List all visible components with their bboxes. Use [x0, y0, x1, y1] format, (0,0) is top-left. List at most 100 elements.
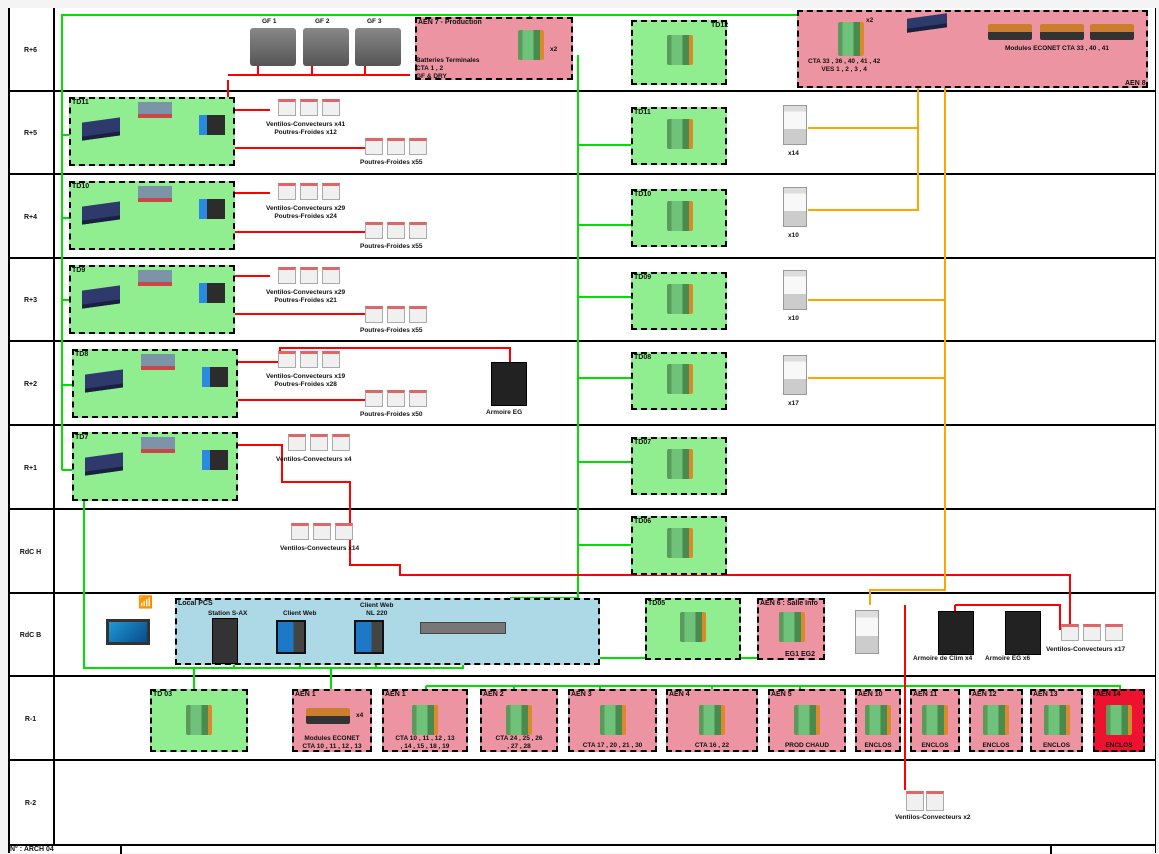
fume-hood-count: x14	[788, 150, 799, 157]
level-row	[8, 594, 1156, 677]
box-desc: CTA 17 , 20 , 21 , 30	[582, 742, 643, 749]
fan-coil-icon	[322, 183, 340, 200]
chilled-beam-icon	[365, 222, 383, 239]
chiller-label: GF 2	[315, 18, 330, 25]
controller-icon	[1043, 705, 1070, 735]
touch-panel-icon[interactable]	[106, 619, 150, 645]
wifi-icon: 📶	[138, 595, 153, 609]
chilled-beam-icon	[409, 222, 427, 239]
automation-controller-icon	[138, 270, 172, 286]
td-title: TD09	[634, 274, 652, 281]
box-title: AEN 12	[972, 691, 997, 698]
core-switch-icon	[420, 622, 506, 634]
box-title: AEN 10	[858, 691, 883, 698]
fan-coil-icon	[906, 791, 924, 811]
controller-icon	[412, 705, 438, 735]
fan-coil-label: Ventilos-Convecteurs x2	[895, 814, 971, 821]
box-desc: CTA 10 , 11 , 12 , 13, 14 , 15 , 18 , 19	[395, 735, 455, 750]
chilled-beam-label: Poutres-Froides x50	[360, 411, 423, 418]
level-row	[8, 510, 1156, 594]
controller-icon	[599, 705, 626, 735]
fan-coil-icon	[278, 351, 296, 368]
chilled-beam-icon	[365, 306, 383, 323]
aen7-title: AEN 7 - Production	[418, 19, 482, 26]
aen7-box: AEN 7 - Production	[415, 17, 573, 80]
fan-coil-icon	[300, 351, 318, 368]
box-title: TD 03	[153, 691, 173, 698]
fan-coil-icon	[1061, 624, 1079, 641]
fan-coil-icon	[300, 183, 318, 200]
io-module-icon	[199, 115, 225, 135]
box-desc: ENCLOS	[921, 742, 949, 749]
level-label: R+3	[8, 259, 55, 342]
chilled-beam-icon	[365, 138, 383, 155]
aen-box: AEN 4	[666, 689, 758, 752]
box-desc: PROD CHAUD	[784, 742, 830, 749]
fan-coil-label: Ventilos-Convecteurs x17	[1046, 646, 1126, 653]
hood-link-line	[808, 30, 946, 605]
box-title: AEN 11	[913, 691, 938, 698]
fume-hood-icon	[783, 270, 807, 310]
box-title: AEN 14	[1096, 691, 1121, 698]
econet-module-icon	[306, 708, 350, 724]
box-desc: ENCLOS	[1042, 742, 1071, 749]
level-label: R-2	[8, 761, 55, 846]
td-title: TD10	[634, 191, 652, 198]
box-title: AEN 3	[571, 691, 592, 698]
controller-icon	[667, 119, 693, 149]
td12-title: TD12	[711, 22, 729, 29]
server-icon[interactable]	[212, 618, 238, 664]
box-title: AEN 5	[771, 691, 792, 698]
box-title: AEN 4	[669, 691, 690, 698]
econet-module-icon	[988, 24, 1032, 40]
io-module-icon	[202, 367, 228, 387]
td12-box: TD12	[631, 20, 729, 85]
workstation-icon[interactable]	[354, 620, 384, 654]
controller-icon	[1106, 705, 1132, 735]
controller-icon	[667, 35, 693, 65]
level-row	[8, 677, 1156, 761]
box-desc: ENCLOS	[982, 742, 1010, 749]
td-title: TD08	[634, 354, 652, 361]
controller-icon	[667, 449, 693, 479]
td-title: TD05	[648, 600, 666, 607]
station-label: Station S-AX	[208, 610, 248, 617]
controller-icon	[186, 705, 212, 735]
level-row	[8, 342, 1156, 426]
chilled-beam-icon	[409, 306, 427, 323]
clim-cabinet-label: Armoire de Clim x4	[913, 655, 973, 662]
aen8-count: x2	[866, 17, 874, 24]
aen6-eg: EG1 EG2	[785, 651, 815, 658]
fan-coil-icon	[1105, 624, 1123, 641]
chiller-label: GF 1	[262, 18, 277, 25]
fan-coil-icon	[288, 434, 306, 451]
aen-box: AEN 10	[855, 689, 901, 752]
cabinet-label: Armoire EG	[486, 409, 523, 416]
fan-coil-icon	[332, 434, 350, 451]
io-module-icon	[202, 450, 228, 470]
fume-hood-icon	[783, 105, 807, 145]
td-title: TD11	[634, 109, 651, 116]
fume-hood-icon	[855, 610, 879, 654]
td-title: TD10	[72, 183, 90, 190]
fan-coil-icon	[291, 523, 309, 540]
controller-icon	[699, 705, 725, 735]
automation-controller-icon	[141, 354, 175, 370]
level-label: RdC H	[8, 510, 55, 594]
box-desc: CTA 16 , 22	[694, 742, 730, 749]
automation-controller-icon	[138, 102, 172, 118]
controller-icon	[865, 705, 891, 735]
chilled-beam-label: Poutres-Froides x55	[360, 159, 423, 166]
workstation-icon[interactable]	[276, 620, 306, 654]
fan-coil-icon	[300, 267, 318, 284]
level-row	[8, 426, 1156, 510]
io-module-icon	[199, 283, 225, 303]
automation-controller-icon	[141, 437, 175, 453]
level-row	[8, 92, 1156, 175]
cabinet-icon	[491, 362, 527, 406]
chilled-beam-icon	[409, 138, 427, 155]
aen6-title: AEN 6 : Salle Info	[760, 600, 818, 607]
td-title: TD06	[634, 518, 652, 525]
